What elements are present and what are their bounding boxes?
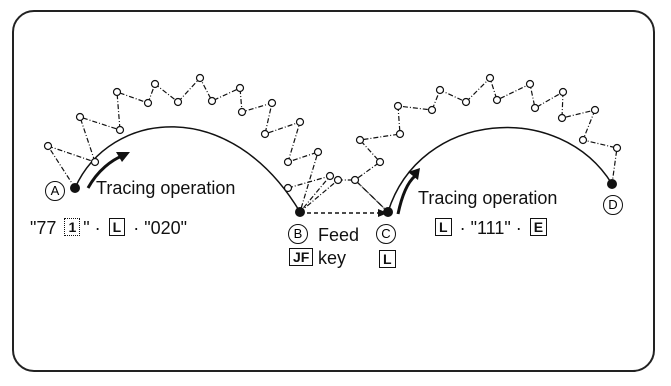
key-l-right: L bbox=[435, 218, 452, 236]
point-d-label: D bbox=[603, 195, 623, 215]
direction-arrow-right bbox=[396, 174, 417, 215]
point-a-label: A bbox=[45, 181, 65, 201]
code-sequence-left: "77 1" · L · "020" bbox=[30, 218, 187, 239]
code-left-q3: "020" bbox=[144, 218, 188, 238]
key-jf: JF bbox=[289, 248, 314, 266]
code-left-dot2: · bbox=[133, 218, 140, 238]
code-left-q1: "77 bbox=[30, 218, 57, 238]
code-left-dot1: · bbox=[94, 218, 101, 238]
vertex-markers bbox=[43, 73, 622, 193]
right-arc bbox=[387, 126, 613, 213]
tracing-operation-label-2: Tracing operation bbox=[418, 188, 558, 208]
diagram-frame bbox=[12, 10, 655, 372]
code-right-q1: "111" bbox=[470, 218, 511, 238]
key-1: 1 bbox=[64, 218, 81, 236]
point-b-label: B bbox=[288, 224, 308, 244]
tracing-operation-label-1: Tracing operation bbox=[96, 178, 236, 198]
key-e: E bbox=[529, 218, 548, 236]
feed-key-wrap: JF bbox=[286, 248, 316, 269]
code-right-dot2: · bbox=[515, 218, 522, 238]
c-key-wrap: L bbox=[376, 250, 399, 271]
key-points bbox=[70, 179, 617, 217]
code-left-q2: " bbox=[83, 218, 90, 238]
key-label: key bbox=[318, 248, 347, 268]
key-l-left: L bbox=[108, 218, 126, 236]
middle-zigzag bbox=[287, 174, 389, 213]
left-arc bbox=[74, 126, 301, 213]
key-l-c: L bbox=[379, 250, 396, 268]
code-right-dot1: · bbox=[459, 218, 466, 238]
point-c-label: C bbox=[376, 224, 396, 244]
code-sequence-right: L · "111" · E bbox=[432, 218, 550, 239]
feed-label: Feed bbox=[318, 225, 360, 245]
feed-arrow bbox=[378, 209, 388, 217]
